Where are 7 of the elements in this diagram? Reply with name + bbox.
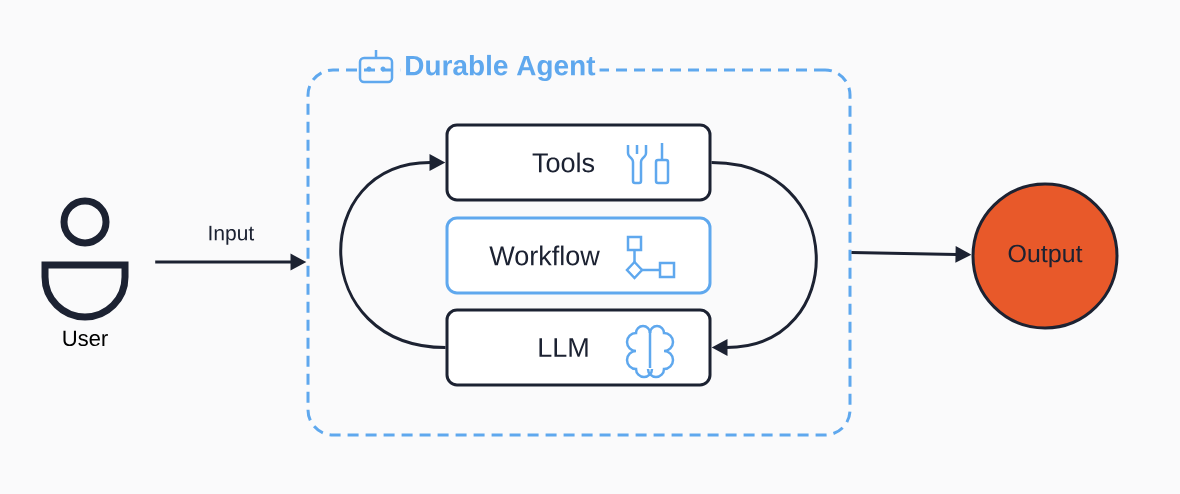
arrow xyxy=(339,154,446,349)
process-box: Tools xyxy=(445,123,712,202)
user-label: User xyxy=(63,330,108,347)
arrow xyxy=(711,161,818,356)
process-box: LLM xyxy=(445,308,712,387)
edge-label: Input xyxy=(209,225,255,245)
process-box: Workflow xyxy=(445,216,712,295)
